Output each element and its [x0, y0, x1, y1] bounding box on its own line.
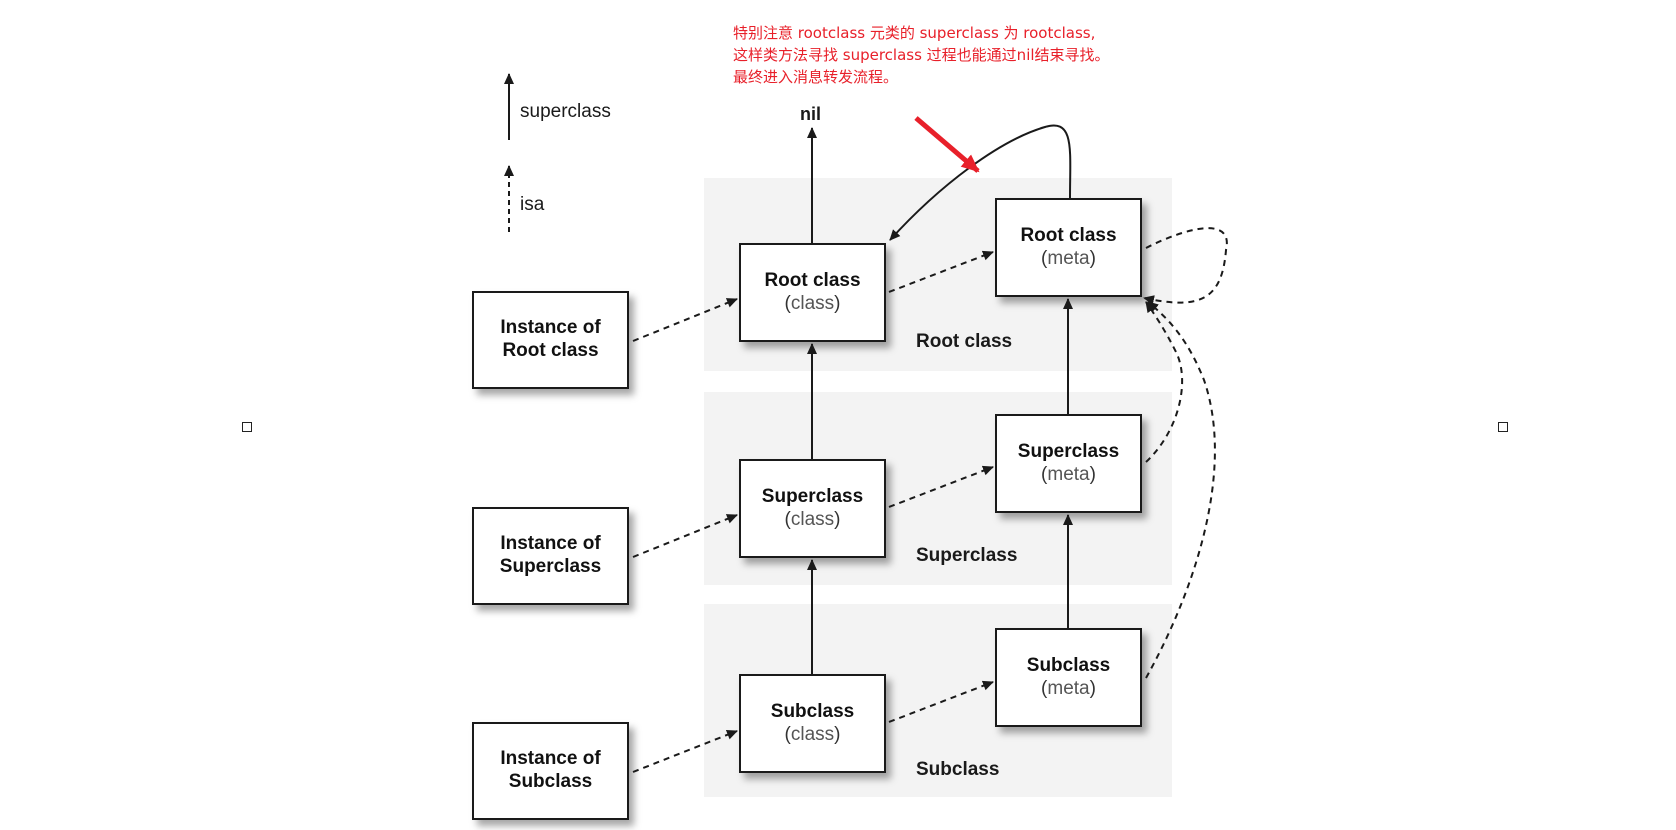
- section-label-root-class: Root class: [916, 331, 1013, 352]
- annotation-line-2: 这样类方法寻找 superclass 过程也能通过nil结束寻找。: [733, 46, 1110, 64]
- subclass-meta-kind: (meta): [1041, 677, 1096, 699]
- instance-sub-line2: Subclass: [508, 771, 593, 792]
- subclass-class-kind-text: class: [790, 723, 835, 745]
- superclass-isa-arrow: [888, 465, 994, 508]
- superclass-meta-isa-arrow: [1145, 301, 1183, 463]
- root-meta-kind: (meta): [1041, 247, 1096, 269]
- superclass-meta-box: Superclass (meta): [995, 414, 1142, 513]
- subclass-meta-isa-arrow: [1145, 301, 1216, 679]
- subclass-meta-kind-text: meta: [1047, 677, 1090, 699]
- superclass-class-kind-text: class: [790, 508, 835, 530]
- annotation-line-3: 最终进入消息转发流程。: [733, 68, 899, 86]
- superclass-meta-name: Superclass: [1017, 440, 1120, 462]
- highlight-red-arrow: [914, 116, 980, 173]
- left-resize-handle[interactable]: [242, 422, 252, 432]
- annotation-note: 特别注意 rootclass 元类的 superclass 为 rootclas…: [733, 22, 1110, 88]
- subclass-class-box: Subclass (class): [739, 674, 886, 773]
- root-meta-box: Root class (meta): [995, 198, 1142, 297]
- legend-superclass-label: superclass: [520, 101, 611, 122]
- root-class-isa-arrow: [888, 250, 994, 293]
- subclass-meta-name: Subclass: [1026, 654, 1111, 676]
- subclass-meta-box: Subclass (meta): [995, 628, 1142, 727]
- superclass-class-name: Superclass: [761, 485, 864, 507]
- section-label-superclass: Superclass: [916, 545, 1018, 566]
- instance-root-class-box: Instance of Root class: [472, 291, 629, 389]
- root-meta-name: Root class: [1020, 224, 1117, 246]
- nil-label: nil: [800, 104, 821, 124]
- superclass-meta-kind-text: meta: [1047, 463, 1090, 485]
- instance-subclass-box: Instance of Subclass: [472, 722, 629, 820]
- superclass-meta-kind: (meta): [1041, 463, 1096, 485]
- instance-superclass-box: Instance of Superclass: [472, 507, 629, 605]
- subclass-class-name: Subclass: [770, 700, 855, 722]
- annotation-line-1: 特别注意 rootclass 元类的 superclass 为 rootclas…: [733, 24, 1096, 42]
- subclass-class-kind: (class): [784, 723, 841, 745]
- superclass-class-box: Superclass (class): [739, 459, 886, 558]
- root-meta-isa-loop: [1143, 227, 1228, 305]
- instance-super-isa-arrow: [632, 514, 738, 558]
- superclass-class-kind: (class): [784, 508, 841, 530]
- root-class-name: Root class: [764, 269, 861, 291]
- root-class-box: Root class (class): [739, 243, 886, 342]
- root-class-kind-text: class: [790, 292, 835, 314]
- instance-sub-line1: Instance of: [500, 748, 601, 770]
- root-meta-kind-text: meta: [1047, 247, 1090, 269]
- root-class-kind: (class): [784, 292, 841, 314]
- root-meta-to-root-class-arrow: [889, 124, 1072, 241]
- instance-super-line1: Instance of: [500, 533, 601, 555]
- instance-root-line2: Root class: [502, 340, 599, 361]
- legend-isa-label: isa: [520, 194, 545, 215]
- instance-root-line1: Instance of: [500, 317, 601, 339]
- section-label-subclass: Subclass: [916, 759, 1000, 780]
- subclass-isa-arrow: [888, 680, 994, 723]
- instance-super-line2: Superclass: [499, 556, 602, 577]
- right-resize-handle[interactable]: [1498, 422, 1508, 432]
- instance-sub-isa-arrow: [632, 730, 738, 773]
- instance-root-isa-arrow: [632, 298, 738, 342]
